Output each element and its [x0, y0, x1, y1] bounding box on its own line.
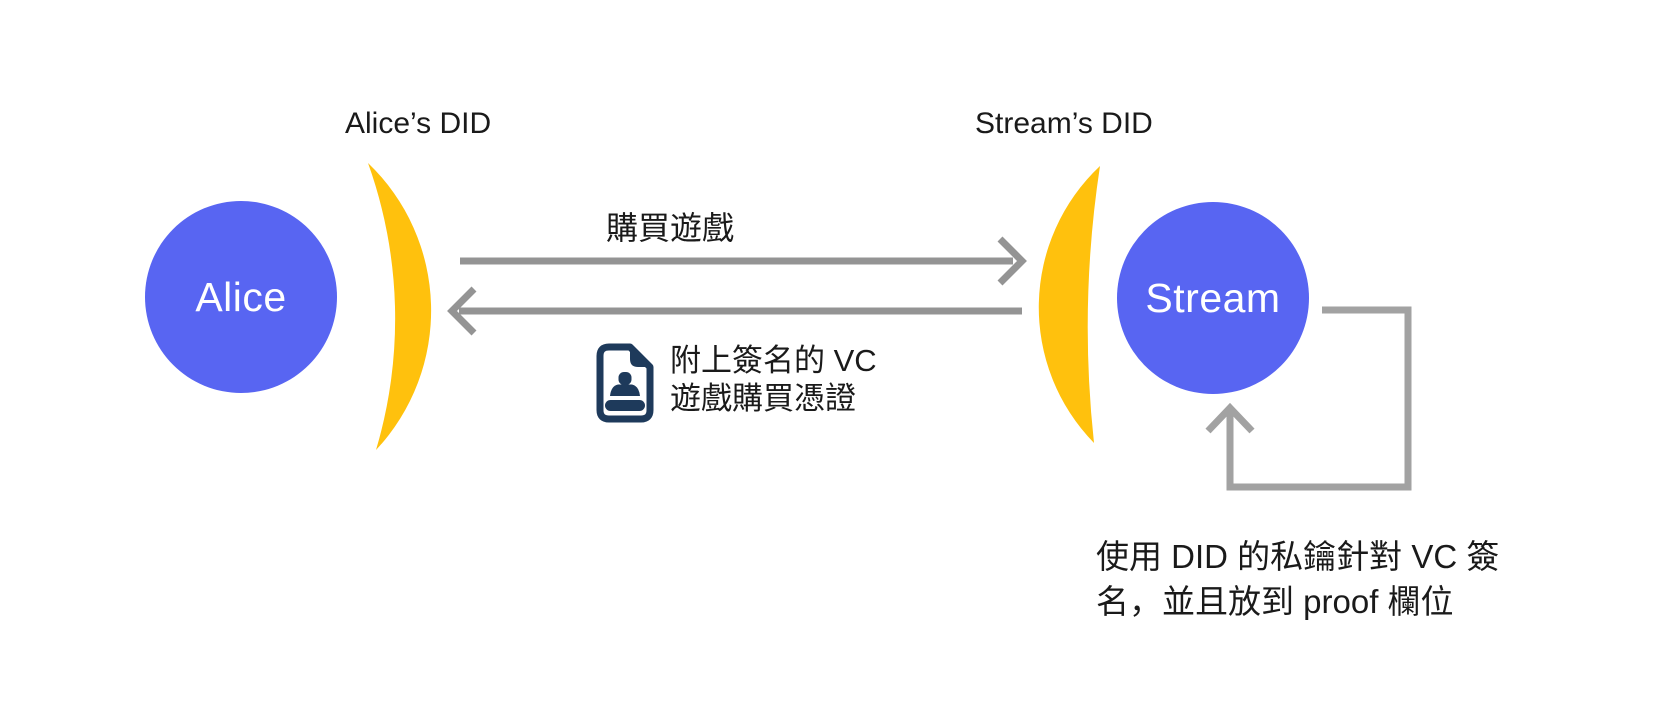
buy-game-label: 購買遊戲: [605, 210, 734, 246]
signed-vc-arrowhead-icon: [447, 286, 477, 336]
stamp-knob: [618, 372, 632, 385]
signed-vc-annotation: 附上簽名的 VC 遊戲購買憑證: [670, 342, 877, 418]
stream-entity-label: Stream: [1145, 274, 1281, 321]
stamp-body: [610, 384, 640, 396]
self-sign-note-line1: 使用 DID 的私鑰針對 VC 簽: [1096, 538, 1500, 575]
buy-game-arrow: [460, 236, 1027, 286]
self-sign-arrowhead-icon: [1205, 402, 1255, 434]
document-fold-corner: [630, 347, 650, 367]
self-sign-note-line2: 名，並且放到 proof 欄位: [1096, 583, 1454, 620]
self-sign-note: 使用 DID 的私鑰針對 VC 簽 名，並且放到 proof 欄位: [1096, 534, 1499, 624]
stream-self-sign-loop: [1205, 306, 1412, 491]
signed-vc-line1: 附上簽名的 VC: [670, 343, 877, 378]
alice-entity-label: Alice: [195, 273, 287, 320]
stamp-base: [605, 400, 645, 411]
signed-vc-line2: 遊戲購買憑證: [670, 381, 856, 416]
alice-entity-circle: Alice: [145, 201, 337, 393]
stream-did-crescent: [1038, 166, 1100, 443]
stream-entity-circle: Stream: [1117, 202, 1309, 394]
stamped-document-icon: [596, 343, 654, 423]
self-sign-loop-path: [1226, 306, 1412, 491]
alice-did-crescent: [368, 163, 432, 450]
alice-did-label: Alice’s DID: [345, 107, 492, 140]
signed-vc-arrow: [447, 286, 1022, 336]
stream-did-label: Stream’s DID: [975, 107, 1153, 140]
buy-game-arrowhead-icon: [997, 236, 1027, 286]
